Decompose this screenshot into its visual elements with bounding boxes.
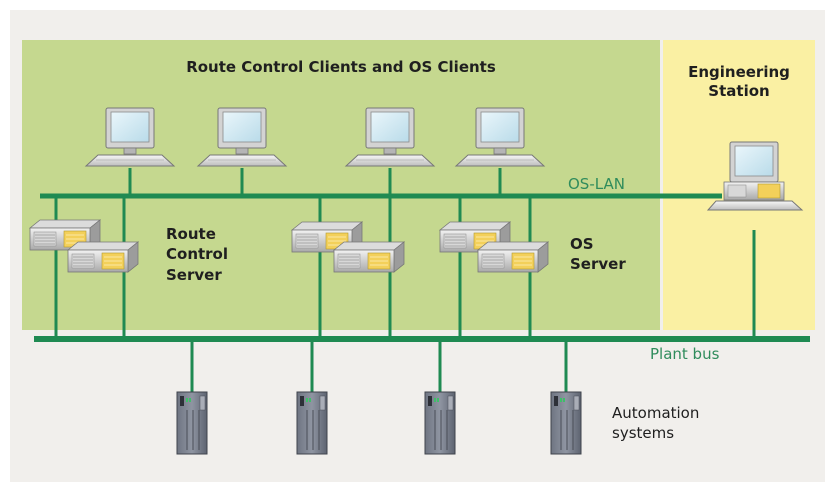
client-computer-icon [85,107,175,167]
automation-system-icon [424,391,456,455]
route-control-server-label-line1: Route [166,225,216,243]
os-server-icon [477,241,549,273]
automation-system-icon [550,391,582,455]
engineering-station-title-line2: Station [708,81,770,100]
automation-system-icon [176,391,208,455]
engineering-station-computer-icon [707,141,803,211]
client-computer-icon [345,107,435,167]
server-icon [333,241,405,273]
os-server-label-line2: Server [570,255,626,274]
automation-systems-label: Automation systems [612,404,699,443]
os-server-label: OS Server [570,234,626,275]
os-server-label-line1: OS [570,235,594,253]
engineering-station-title-line1: Engineering [688,63,790,81]
os-lan-label: OS-LAN [568,175,625,193]
client-connectors [128,168,502,196]
clients-zone-title: Route Control Clients and OS Clients [186,58,496,76]
automation-systems-label-line2: systems [612,423,675,442]
clients-zone [22,40,660,330]
client-computer-icon [197,107,287,167]
automation-systems-label-line1: Automation [612,404,700,422]
plant-bus-label: Plant bus [650,345,720,363]
route-control-server-label: Route Control Server [166,224,228,285]
route-control-server-label-line2: Control [166,245,229,264]
automation-connectors [190,339,568,392]
automation-system-icon [296,391,328,455]
engineering-station-title: Engineering Station [663,63,815,101]
route-control-server-icon [67,241,139,273]
route-control-server-label-line3: Server [166,265,222,284]
client-computer-icon [455,107,545,167]
